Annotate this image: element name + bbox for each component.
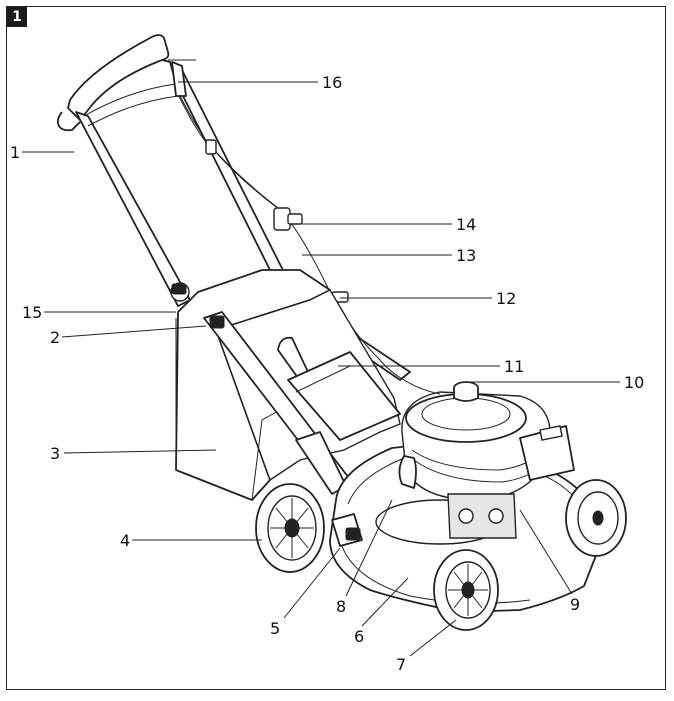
callout-2: 2 bbox=[50, 328, 60, 347]
callout-13: 13 bbox=[456, 246, 476, 265]
callout-14: 14 bbox=[456, 215, 476, 234]
callout-15: 15 bbox=[22, 303, 42, 322]
callout-8: 8 bbox=[336, 597, 346, 616]
wheel-height-lever bbox=[331, 513, 363, 547]
handle-knob bbox=[170, 282, 190, 302]
callout-5: 5 bbox=[270, 619, 280, 638]
fuel-tank-cap bbox=[453, 381, 479, 402]
handle bbox=[56, 34, 411, 381]
callout-4: 4 bbox=[120, 531, 130, 550]
callout-3: 3 bbox=[50, 444, 60, 463]
callout-7: 7 bbox=[396, 655, 406, 674]
callout-11: 11 bbox=[504, 357, 524, 376]
callout-12: 12 bbox=[496, 289, 516, 308]
callout-6: 6 bbox=[354, 627, 364, 646]
callout-labels: 1 2 3 4 5 6 7 8 9 10 11 12 13 14 15 16 bbox=[10, 73, 644, 674]
callout-leaders bbox=[22, 81, 620, 657]
callout-16: 16 bbox=[322, 73, 342, 92]
callout-10: 10 bbox=[624, 373, 644, 392]
rear-wheel bbox=[255, 483, 325, 573]
engine-brake-bail bbox=[168, 59, 196, 97]
figure-number-badge: 1 bbox=[7, 7, 27, 27]
front-wheel-right bbox=[565, 479, 627, 557]
front-wheel bbox=[433, 549, 499, 631]
callout-1: 1 bbox=[10, 143, 20, 162]
figure-frame bbox=[6, 6, 666, 690]
callout-9: 9 bbox=[570, 595, 580, 614]
engine bbox=[398, 391, 575, 539]
